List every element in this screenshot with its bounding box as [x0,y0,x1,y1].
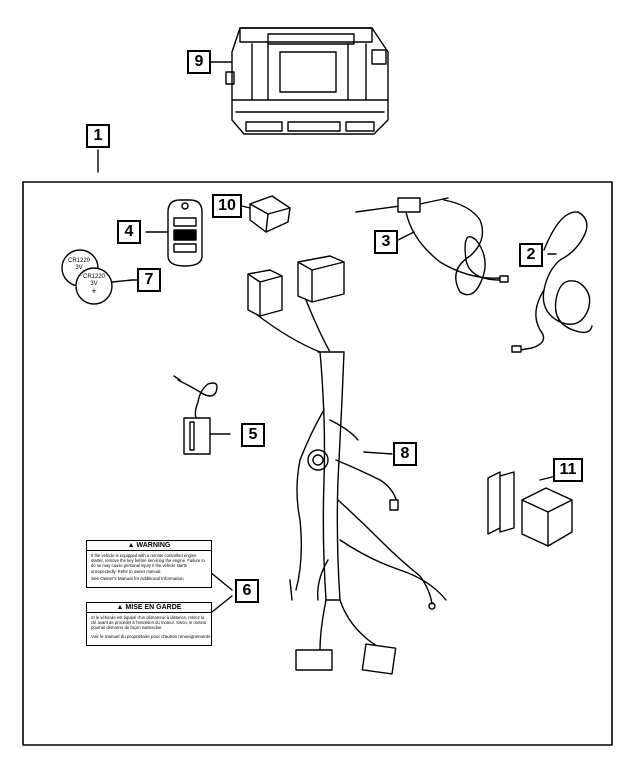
callout-10: 10 [212,194,242,218]
mise-en-garde-reference: Voir le manuel du propriétaire pour d'au… [91,634,211,639]
battery-model: CR1220 [67,258,90,264]
warning-label: ▲ WARNING If the vehicle is equipped wit… [86,540,212,588]
callout-5: 5 [241,423,265,447]
main-harness [247,255,447,675]
callout-4: 4 [117,220,141,244]
control-module [209,27,389,135]
callout-9: 9 [187,50,211,74]
mise-en-garde-text: Si le véhicule est équipé d'un démarreur… [91,615,207,631]
coiled-lead [511,211,593,353]
small-harness [173,375,231,455]
antenna-cable [355,197,509,296]
battery-voltage: 3V [75,265,83,271]
callout-1: 1 [86,124,110,148]
battery-sign: + [91,286,97,296]
battery-model: CR1220 [82,274,105,280]
batteries [61,249,133,305]
battery-front-text: CR1220 3V + [79,274,109,296]
mise-en-garde-label: ▲ MISE EN GARDE Si le véhicule est équip… [86,602,212,646]
warning-label-reference: See Owner's Manual for Additional Inform… [91,576,184,581]
mise-en-garde-header: ▲ MISE EN GARDE [87,603,211,613]
leader-6b [211,595,233,613]
warning-label-header: ▲ WARNING [87,541,211,551]
key-fob [145,199,203,267]
kit-frame [22,181,613,746]
battery-back-text: CR1220 3V [64,258,94,272]
mise-en-garde-header-text: MISE EN GARDE [125,604,182,611]
warning-label-text: If the vehicle is equipped with a remote… [91,553,205,574]
callout-8: 8 [393,442,417,466]
callout-2: 2 [519,243,543,267]
callout-3: 3 [374,230,398,254]
warning-header-text: WARNING [136,542,171,549]
callout-7: 7 [137,268,161,292]
callout-6: 6 [235,579,259,603]
callout-11: 11 [553,458,583,482]
leader-6a [209,571,233,591]
cover-strips [487,471,573,547]
cover-part [241,195,291,233]
battery-voltage: 3V [90,281,98,287]
